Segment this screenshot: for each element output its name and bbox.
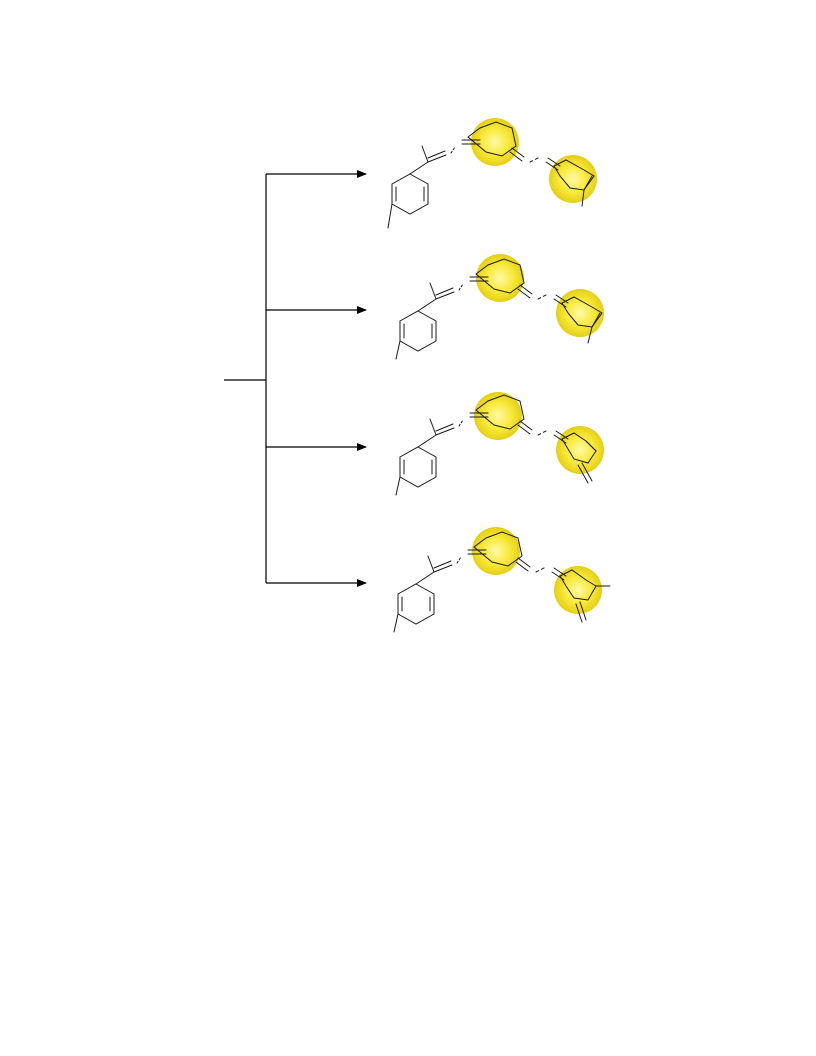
product-structure-4 bbox=[393, 527, 611, 633]
highlight-circle bbox=[554, 566, 602, 614]
ring-fragment-b bbox=[545, 157, 595, 207]
ring-fragment-b bbox=[551, 567, 611, 623]
highlight-circle bbox=[474, 392, 522, 440]
ring-fragment-a bbox=[461, 121, 541, 163]
product-structure-3 bbox=[395, 392, 604, 496]
aryl-fragment bbox=[395, 418, 464, 496]
ring-fragment-a bbox=[469, 394, 549, 436]
aryl-fragment bbox=[393, 555, 462, 633]
product-structure-1 bbox=[387, 118, 597, 229]
branch-arrows bbox=[224, 170, 367, 587]
aryl-fragment bbox=[387, 145, 456, 229]
ring-fragment-a bbox=[469, 258, 549, 300]
highlight-circle bbox=[556, 426, 604, 474]
ring-fragment-a bbox=[467, 531, 547, 573]
highlight-circle bbox=[476, 254, 524, 302]
ring-fragment-b bbox=[553, 430, 597, 484]
highlight-circle bbox=[471, 118, 519, 166]
ring-fragment-b bbox=[553, 294, 603, 344]
aryl-fragment bbox=[395, 282, 464, 360]
highlight-circle bbox=[549, 155, 597, 203]
highlight-circle bbox=[556, 289, 604, 337]
product-structure-2 bbox=[395, 254, 604, 360]
